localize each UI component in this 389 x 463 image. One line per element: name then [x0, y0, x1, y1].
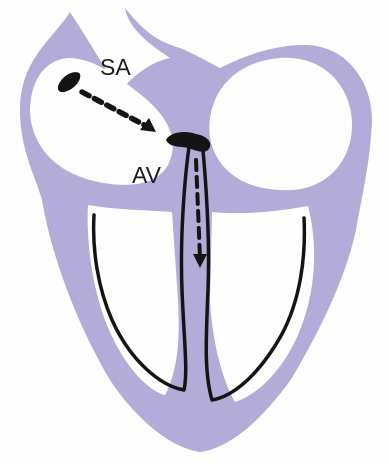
av-label: AV — [132, 162, 162, 188]
right-ventricle-cavity — [210, 206, 314, 402]
left-ventricle-cavity — [88, 205, 179, 395]
sa-label: SA — [100, 54, 131, 80]
